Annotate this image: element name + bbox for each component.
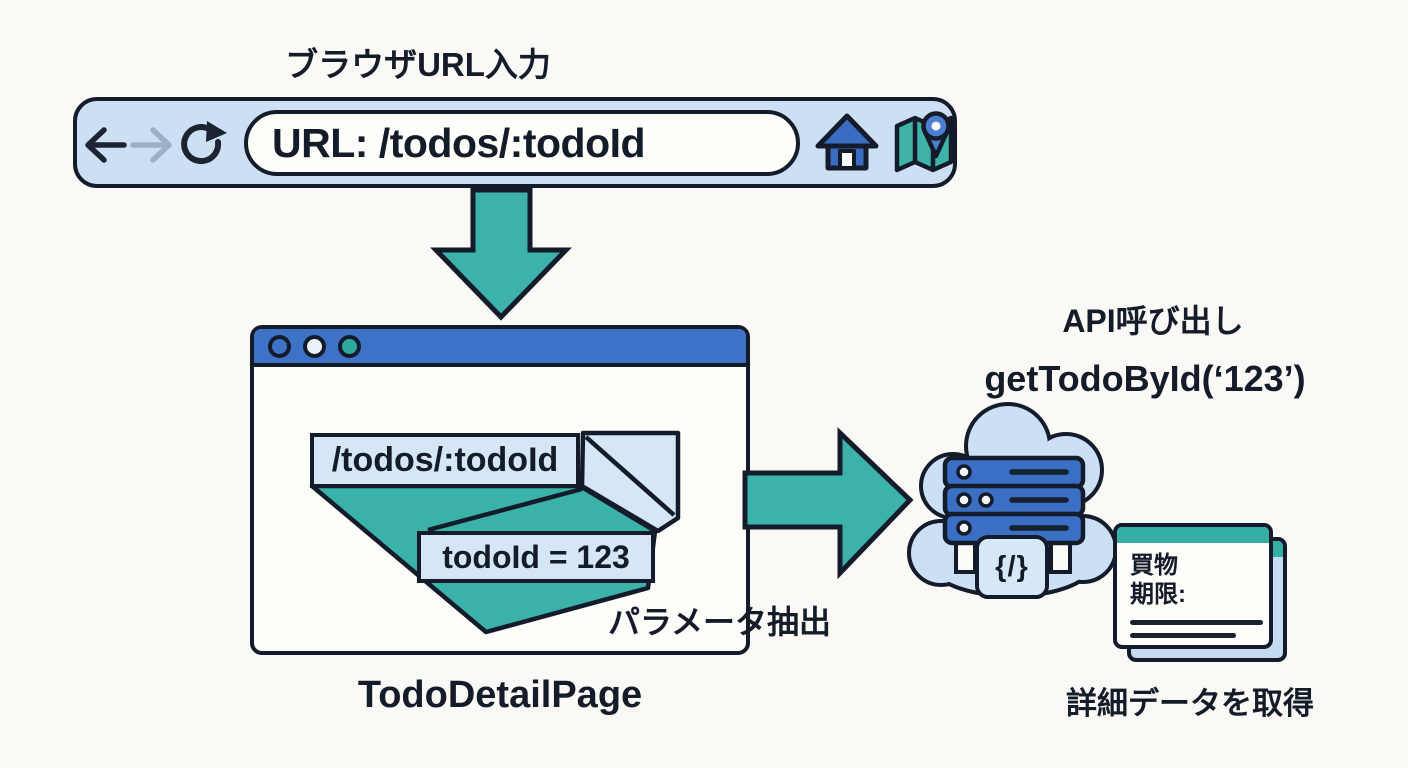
route-box: /todos/:todoId <box>310 433 580 488</box>
browser-url-heading: ブラウザURL入力 <box>285 46 551 83</box>
result-card-body: 買物 期限: <box>1117 543 1269 638</box>
code-symbol: {/} <box>995 550 1029 583</box>
right-arrow <box>742 427 914 580</box>
route-box-text: /todos/:todoId <box>331 441 559 479</box>
window-dot-1 <box>268 334 291 358</box>
server-icon <box>942 455 1086 546</box>
param-extract-label: パラメータ抽出 <box>608 604 832 640</box>
result-card: 買物 期限: <box>1113 523 1273 649</box>
code-box: {/} <box>975 535 1049 599</box>
window-dot-2 <box>303 334 326 358</box>
result-card-subtitle: 期限: <box>1130 581 1186 608</box>
result-card-header <box>1117 527 1269 543</box>
param-box: todoId = 123 <box>417 531 655 583</box>
window-dot-3 <box>338 334 361 358</box>
down-arrow <box>430 187 572 321</box>
param-box-text: todoId = 123 <box>442 538 630 575</box>
result-caption: 詳細データを取得 <box>1066 686 1314 721</box>
result-card-title: 買物 <box>1130 552 1178 579</box>
window-caption: TodoDetailPage <box>357 674 643 716</box>
api-call-heading: API呼び出し <box>1062 303 1244 339</box>
window-titlebar <box>254 329 746 367</box>
result-card-line-1 <box>1130 620 1263 625</box>
url-input: URL: /todos/:todoId <box>244 110 800 176</box>
url-input-value: URL: /todos/:todoId <box>272 119 646 166</box>
api-call-signature: getTodoById(‘123’) <box>984 358 1306 399</box>
result-card-line-2 <box>1130 633 1236 638</box>
